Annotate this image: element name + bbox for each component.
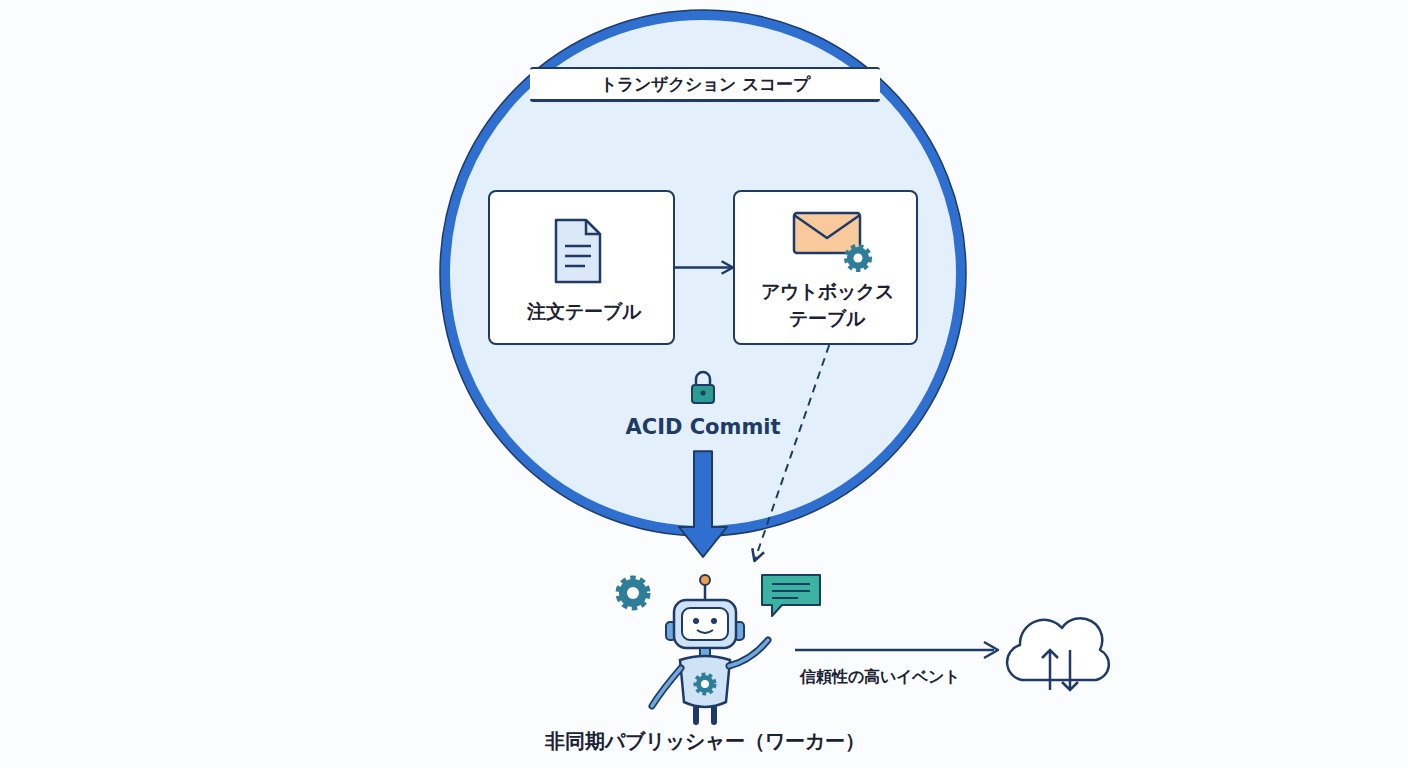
robot-face: [682, 608, 728, 640]
publish-head: [984, 642, 998, 658]
node-label: 注文テーブル: [490, 300, 677, 323]
robot-arm: [652, 668, 681, 706]
table-box: 注文テーブル: [488, 190, 675, 345]
gear-icon: [696, 675, 714, 693]
speech-bubble: [762, 575, 820, 616]
free-label: 信頼性の高いイベント: [800, 667, 960, 688]
cloud-shape: [1007, 618, 1109, 680]
node-label: アウトボックス テーブル: [752, 278, 902, 331]
scope-heading: トランザクション スコープ: [530, 67, 880, 102]
robot-ear: [666, 622, 676, 640]
gear-hole: [627, 587, 639, 599]
robot-legs: [696, 708, 714, 722]
robot-antenna-tip: [700, 575, 710, 585]
robot-arm: [729, 640, 768, 666]
gear-icon: [619, 579, 647, 607]
robot-smile: [697, 630, 713, 633]
robot-neck: [700, 648, 710, 656]
speech-lines: [772, 584, 810, 598]
node-label: 非同期パブリッシャー（ワーカー）: [490, 729, 920, 753]
gear-hole: [701, 680, 709, 688]
upload-arrow: [1042, 650, 1058, 690]
publish-line: [795, 649, 994, 652]
cloud-icon: [1007, 618, 1109, 690]
robot-illustration: [619, 575, 820, 722]
robot-eye: [693, 618, 699, 624]
robot-arm: [652, 668, 681, 706]
robot-eye: [711, 618, 717, 624]
robot-body: [680, 656, 730, 707]
arrow-head: [752, 548, 764, 561]
robot-antenna: [704, 585, 707, 600]
robot-head: [674, 600, 736, 648]
scope-ring-edge: [440, 10, 966, 536]
table-box: アウトボックス テーブル: [733, 190, 918, 345]
publish-arrow: [795, 642, 998, 658]
edge-label: ACID Commit: [625, 415, 780, 439]
robot-arm: [729, 640, 768, 666]
scope-circle: トランザクション スコープ注文テーブル アウトボックス テーブル: [437, 7, 969, 539]
robot-ear: [734, 622, 744, 640]
download-arrow: [1062, 650, 1078, 690]
worker-node: 非同期パブリッシャー（ワーカー）: [490, 557, 920, 762]
scope-ring: [445, 15, 961, 531]
